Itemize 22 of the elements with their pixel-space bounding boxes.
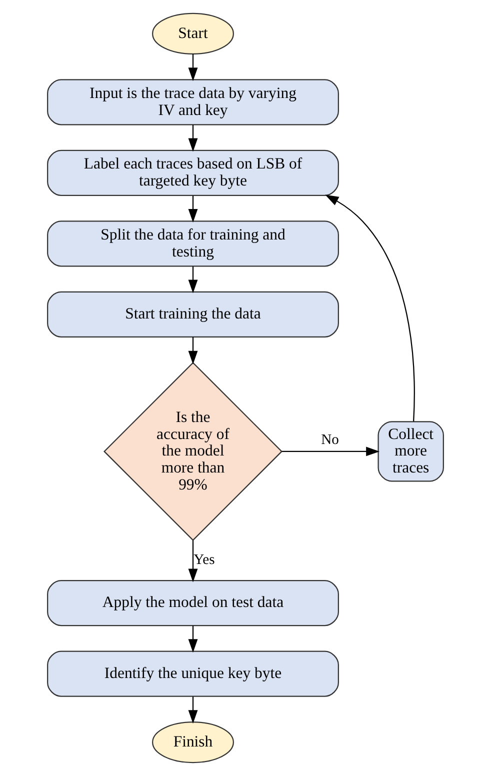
edge-label: Yes (193, 552, 214, 568)
node-box: Identify the unique key byte (46, 650, 338, 696)
arrow (281, 446, 380, 456)
arrow (188, 54, 198, 81)
arrow (188, 124, 198, 152)
arrow (188, 540, 198, 582)
arrow (188, 336, 198, 364)
edge-label: No (320, 432, 338, 448)
arrow (188, 266, 198, 293)
node-diamond: Is the accuracy of the model more than 99% (102, 361, 282, 540)
node-box: Start training the data (46, 290, 338, 337)
arrow (188, 696, 198, 724)
arrow (188, 195, 198, 222)
node-box: Apply the model on test data (46, 580, 338, 626)
arrow (188, 625, 198, 652)
node-box: Label each traces based on LSB of targeted key byte (46, 149, 338, 196)
node-box: Split the data for training and testing (46, 220, 338, 266)
node-box: Input is the trace data by varying IV and key (46, 78, 338, 125)
arrow (324, 194, 414, 421)
node-ellipse: Start (152, 12, 234, 54)
node-box: Collect more traces (377, 420, 444, 482)
node-ellipse: Finish (152, 721, 234, 763)
